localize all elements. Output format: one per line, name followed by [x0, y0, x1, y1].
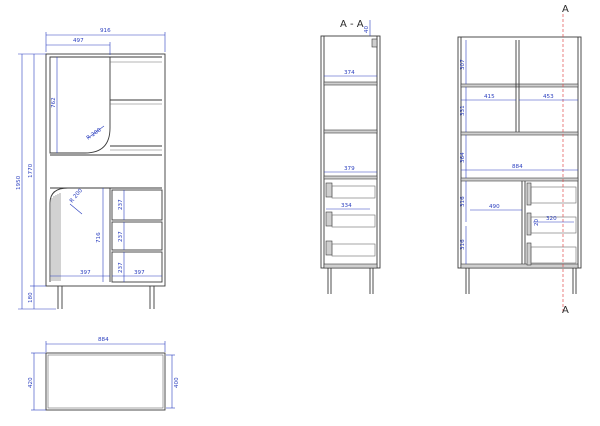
dim-drawer-1: 237: [118, 199, 124, 210]
dim-section-top: 40: [364, 25, 370, 33]
dim-radius-bottom: R 200: [69, 188, 84, 205]
drawer-3: [111, 251, 163, 283]
dim-door-height: 762: [51, 97, 57, 108]
front-view: 916 497 1950 1770 180 762 R 200 R 200 71…: [16, 28, 166, 310]
drawer-2: [111, 221, 163, 251]
inner-shelf-3: [460, 177, 579, 182]
upper-door: [49, 56, 111, 154]
dim-inner-drawer-width: 490: [489, 204, 500, 210]
inner-outline: [457, 36, 582, 269]
section-mark-bottom: A: [562, 305, 569, 316]
dim-lower-height: 716: [96, 232, 102, 243]
dim-legs-height: 180: [28, 292, 34, 303]
dim-inner-drawer-inner: 320: [546, 216, 557, 222]
section-drawer-1: [331, 185, 376, 199]
section-drawer-2: [331, 214, 376, 228]
dim-inner-h1: 307: [460, 59, 466, 70]
inner-drawer-3: [530, 246, 577, 264]
shelf-2: [323, 129, 378, 134]
dim-front-width: 916: [100, 28, 111, 34]
dim-drawer-3: 237: [118, 262, 124, 273]
dim-inner-h4: 316: [460, 196, 466, 207]
dim-inner-w-left: 415: [484, 94, 495, 100]
dim-radius-top: R 200: [86, 127, 103, 142]
section-hinge: [371, 38, 378, 48]
dim-inner-h2: 331: [460, 105, 466, 116]
shelf-1: [323, 81, 378, 86]
section-mark-top: A: [562, 4, 569, 15]
inner-drawer-1: [530, 186, 577, 204]
top-view-outline: [45, 352, 166, 411]
dim-section-drawer: 334: [341, 203, 352, 209]
section-title: A - A: [340, 19, 364, 30]
inner-drawer-2: [530, 216, 577, 234]
front-view-body: [45, 53, 166, 287]
section-drawer-3: [331, 243, 376, 257]
dim-top-depth-right: 400: [174, 377, 180, 388]
section-view: A - A 40 374 379 334: [320, 19, 381, 294]
dim-top-width: 884: [98, 337, 109, 343]
dim-inner-h3: 364: [460, 152, 466, 163]
dim-body-height: 1770: [28, 163, 34, 178]
dim-section-inner-mid: 379: [344, 166, 355, 172]
shelf-3: [323, 175, 378, 180]
dim-total-height: 1950: [16, 175, 22, 190]
dim-inner-w-right: 453: [543, 94, 554, 100]
inner-shelf-1: [460, 83, 579, 88]
dim-door-width: 497: [73, 38, 84, 44]
dim-section-inner-top: 374: [344, 70, 355, 76]
top-view: 884 420 400: [28, 337, 180, 411]
drawer-1: [111, 189, 163, 221]
dim-bottom-left: 397: [80, 270, 91, 276]
inner-view: A A 307 331 415 453 364 884 316 490 316 …: [457, 4, 582, 316]
inner-shelf-2: [460, 131, 579, 136]
dim-inner-small: 20: [534, 218, 540, 226]
dim-top-depth-left: 420: [28, 377, 34, 388]
dim-bottom-right: 397: [134, 270, 145, 276]
dim-inner-width: 884: [512, 164, 523, 170]
dim-inner-h5: 316: [460, 239, 466, 250]
dim-drawer-2: 237: [118, 231, 124, 242]
slatted-panel: [51, 193, 61, 281]
